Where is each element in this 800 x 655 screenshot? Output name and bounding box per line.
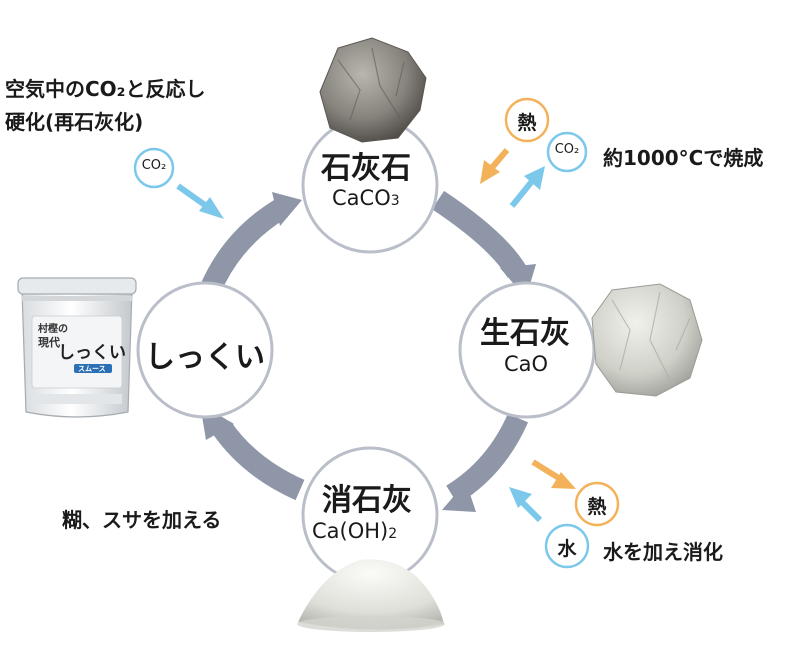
bucket-brand-line2: 現代 [38,336,60,349]
burn-note: 約1000°Cで焼成 [603,146,764,170]
water-badge-label: 水 [557,538,577,560]
water-badge-circle [544,523,590,569]
slake-note: 水を加え消化 [603,540,723,564]
quicklime-formula: CaO [504,352,549,376]
slaked-lime-powder-image [297,559,445,632]
node-shikkui-circle [136,281,274,419]
limestone-formula-sub: 3 [390,193,400,209]
bucket-product-name: しっくい [58,343,126,363]
co2-right-badge-label: CO₂ [554,142,580,157]
heat-top-badge-circle [504,97,550,143]
mix-note: 糊、スサを加える [62,508,222,532]
co2-absorb-arrow [176,183,224,219]
heat-in-arrow [480,148,510,184]
arrow-limestone-to-quicklime [431,190,527,278]
co2-left-badge-label: CO₂ [141,158,167,173]
harden-note-line2: 硬化(再石灰化) [5,110,144,134]
slaked-lime-formula-sub: 2 [388,526,398,542]
limestone-formula-main: CaCO [332,186,391,210]
heat-out-arrow [531,459,576,489]
arrow-slaked-to-shikkui [212,421,305,501]
node-quicklime-circle [458,281,596,419]
shikkui-bucket-image [17,277,137,418]
limestone-name: 石灰石 [321,151,411,186]
slaked-lime-formula-main: Ca(OH) [312,519,389,543]
heat-bottom-badge-label: 熱 [587,496,607,518]
quicklime-rock-image [591,283,703,397]
slaked-lime-name: 消石灰 [322,483,412,518]
heat-bottom-badge-circle [574,481,620,527]
heat-top-badge-label: 熱 [517,112,537,134]
arrow-quicklime-to-slaked [446,413,529,505]
slaked-lime-formula: Ca(OH)2 [312,519,397,543]
arrowhead-slaked [442,482,476,512]
arrow-shikkui-to-limestone [199,198,288,295]
arrowhead-limestone [272,192,302,226]
limestone-formula: CaCO3 [332,186,400,210]
co2-release-arrow [509,166,545,208]
water-in-arrow [509,487,543,523]
shikkui-name: しっくい [145,340,265,375]
bucket-brand-line1: 村樫の [38,324,68,335]
co2-left-badge-circle [133,147,175,189]
co2-right-badge-circle [546,131,588,173]
quicklime-name: 生石灰 [480,316,570,351]
bucket-variant-label: スムース [78,365,106,373]
harden-note-line1: 空気中のCO₂と反応し [5,77,206,101]
limestone-rock-image [319,37,427,143]
